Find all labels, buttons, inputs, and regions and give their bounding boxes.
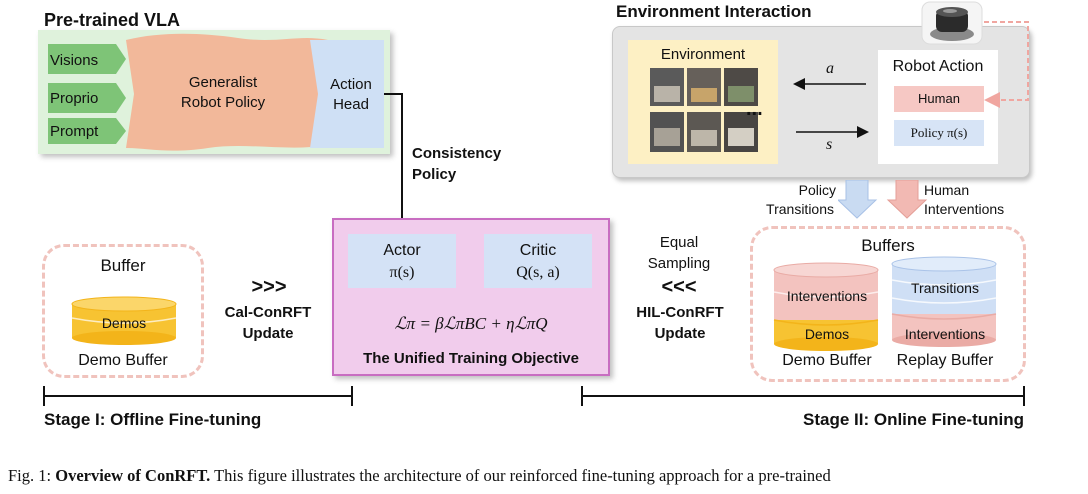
robot-action-label: Robot Action <box>892 58 984 75</box>
hil-chevrons: <<< <box>661 276 697 298</box>
input-visions-shape <box>48 44 126 74</box>
demos-cylinder <box>71 296 177 345</box>
vla-panel: Visions Proprio Prompt Generalist Robot … <box>38 30 390 154</box>
human-interventions-line-1: Human <box>924 182 970 198</box>
stage2-label: Stage II: Online Fine-tuning <box>803 410 1024 429</box>
demo-buffer-caption: Demo Buffer <box>782 352 872 369</box>
arrow-a-label: a <box>826 60 834 77</box>
replay-stack-transitions: Transitions <box>911 280 979 296</box>
env-arrows <box>793 78 869 138</box>
environment-label: Environment <box>660 46 746 63</box>
demo-stack-interventions: Interventions <box>786 288 868 304</box>
spacemouse-icon <box>921 1 983 45</box>
stage-brackets <box>43 386 1025 406</box>
human-box <box>894 86 984 112</box>
human-loop <box>984 21 1029 108</box>
equal-sampling-line-2: Sampling <box>647 255 711 272</box>
caption-bold: Overview of ConRFT. <box>55 466 211 485</box>
replay-stack-interventions: Interventions <box>904 326 986 342</box>
transition-arrows <box>838 180 928 219</box>
arrow-s-label: s <box>826 136 833 153</box>
consistency-line-1: Consistency <box>412 145 502 162</box>
consistency-line-2: Policy <box>412 166 457 183</box>
buffer-left-title: Buffer <box>100 256 146 275</box>
critic-line-1: Critic <box>519 242 557 259</box>
input-proprio: Proprio <box>50 90 99 107</box>
input-proprio-shape <box>48 83 126 113</box>
human-label: Human <box>918 91 960 106</box>
policy-line-2: Robot Policy <box>180 94 266 111</box>
hil-label-line-2: Update <box>654 325 706 342</box>
cal-chevrons: >>> <box>251 276 287 298</box>
policy-transitions-line-1: Policy <box>798 182 836 198</box>
actor-line-2: π(s) <box>389 264 415 281</box>
policy-box <box>894 120 984 146</box>
cal-label-line-2: Update <box>242 325 294 342</box>
caption-prefix: Fig. 1: <box>8 466 56 485</box>
stage1-label: Stage I: Offline Fine-tuning <box>44 410 262 429</box>
input-visions: Visions <box>50 52 99 69</box>
equal-sampling-line-1: Equal <box>659 234 699 251</box>
buffers-right-title: Buffers <box>861 236 915 255</box>
head-line-1: Action <box>330 76 372 93</box>
objective-title: The Unified Training Objective <box>363 350 579 367</box>
actor-line-1: Actor <box>383 242 421 259</box>
input-prompt: Prompt <box>50 123 99 140</box>
policy-transition-arrow <box>838 180 878 219</box>
policy-shape <box>126 33 328 151</box>
figure-caption: Fig. 1: Overview of ConRFT. This figure … <box>8 466 1084 486</box>
replay-buffer-stack <box>891 256 997 347</box>
demo-stack-demos: Demos <box>804 326 850 342</box>
policy-label: Policy π(s) <box>910 125 968 140</box>
demos-label: Demos <box>101 315 147 331</box>
vla-shapes <box>48 33 384 151</box>
caption-rest: This figure illustrates the architecture… <box>210 466 831 485</box>
cal-label-line-1: Cal-ConRFT <box>224 304 312 321</box>
environment-ellipsis: ... <box>746 98 763 120</box>
buffers-right-panel <box>750 226 1026 382</box>
objective-formula: ℒπ = βℒπBC + ηℒπQ <box>394 314 548 333</box>
demo-buffer-stack <box>773 262 879 351</box>
buffer-left-panel <box>42 244 204 378</box>
replay-buffer-caption: Replay Buffer <box>896 352 994 369</box>
hil-label-line-1: HIL-ConRFT <box>636 304 724 321</box>
policy-line-1: Generalist <box>188 74 258 91</box>
human-intervention-arrow <box>886 180 928 219</box>
buffer-left-caption: Demo Buffer <box>78 352 168 369</box>
critic-line-2: Q(s, a) <box>516 264 560 281</box>
head-line-2: Head <box>333 96 369 113</box>
actor-box <box>348 234 456 288</box>
input-prompt-shape <box>48 118 126 144</box>
critic-box <box>484 234 592 288</box>
vla-title: Pre-trained VLA <box>44 10 181 30</box>
policy-transitions-line-2: Transitions <box>766 201 834 217</box>
human-interventions-line-2: Interventions <box>924 201 1005 217</box>
action-head-shape <box>310 40 384 148</box>
env-title: Environment Interaction <box>616 2 812 21</box>
environment-photos <box>650 68 758 152</box>
